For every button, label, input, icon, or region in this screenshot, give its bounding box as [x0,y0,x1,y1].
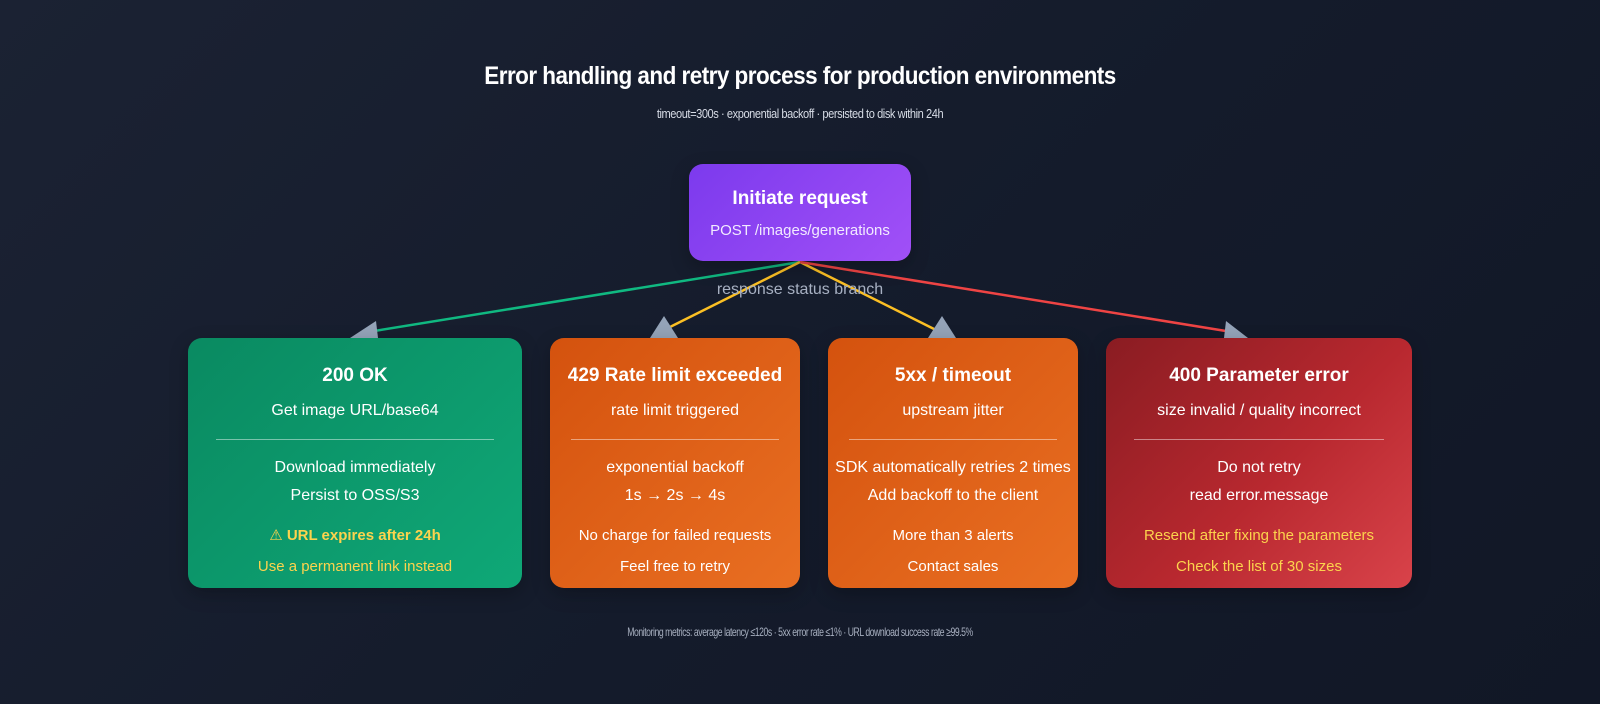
edge-to-success [367,260,801,334]
card-rate-limit: 429 Rate limit exceeded rate limit trigg… [550,338,800,588]
start-node: Initiate request POST /images/generation… [689,164,911,261]
card-heading: 400 Parameter error [1169,365,1349,386]
card-heading: 5xx / timeout [894,365,1012,386]
edge-to-param-error [799,260,1233,334]
card-action-line: Do not retry [1217,459,1301,476]
diagram-subtitle: timeout=300s · exponential backoff · per… [656,106,944,121]
card-note: Contact sales [907,558,999,575]
card-action-line: Add backoff to the client [867,487,1039,504]
card-success: 200 OK Get image URL/base64 Download imm… [188,338,522,588]
card-heading: 200 OK [322,365,388,386]
monitoring-footer: Monitoring metrics: average latency ≤120… [627,625,973,639]
start-node-endpoint: POST /images/generations [710,222,890,239]
diagram-title: Error handling and retry process for pro… [484,62,1116,90]
card-note: Resend after fixing the parameters [1143,527,1375,544]
card-subtitle: size invalid / quality incorrect [1157,402,1361,419]
card-action-line: 1s → 2s → 4s [624,487,726,504]
card-note: More than 3 alerts [892,527,1014,544]
card-divider [571,439,779,440]
card-divider [849,439,1057,440]
card-server-error: 5xx / timeout upstream jitter SDK automa… [828,338,1078,588]
card-action-line: Persist to OSS/S3 [290,487,420,504]
arrowhead-server-error [928,316,956,338]
card-param-error: 400 Parameter error size invalid / quali… [1106,338,1412,588]
card-heading: 429 Rate limit exceeded [567,365,783,386]
card-action-line: read error.message [1189,487,1329,504]
arrowhead-rate-limit [650,316,678,338]
arrowhead-success [350,321,378,338]
branch-label: response status branch [716,281,884,298]
edge-to-rate-limit [663,260,801,332]
card-action-line: Download immediately [274,459,436,476]
card-note: Check the list of 30 sizes [1176,558,1342,575]
card-action-line: exponential backoff [606,459,744,476]
edge-to-server-error [799,260,937,332]
card-note: Use a permanent link instead [257,558,453,575]
card-subtitle: rate limit triggered [610,402,740,419]
arrowhead-param-error [1224,321,1248,338]
card-subtitle: Get image URL/base64 [271,402,439,419]
start-node-heading: Initiate request [732,188,868,209]
card-subtitle: upstream jitter [902,402,1004,419]
card-divider [1134,439,1384,440]
card-action-line: SDK automatically retries 2 times [835,459,1071,476]
card-warning-note: ⚠ URL expires after 24h [269,527,441,544]
card-divider [216,439,494,440]
card-note: Feel free to retry [619,558,731,575]
card-note: No charge for failed requests [578,527,772,544]
